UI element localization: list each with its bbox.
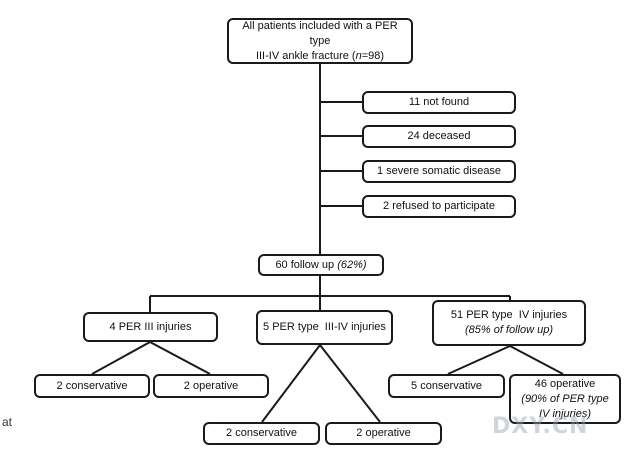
group-per-iii-operative-box: 2 operative — [153, 374, 269, 398]
total-patients-line1: All patients included with a PER type — [242, 19, 398, 47]
group-per-iv-operative-label: 46 operative — [534, 377, 596, 390]
exclusion-not-found-box: 11 not found — [362, 91, 516, 114]
watermark: DXY.CN — [492, 414, 589, 439]
follow-up-percent: (62%) — [337, 258, 367, 271]
group-per-iv-conservative-box: 5 conservative — [388, 374, 505, 398]
group-per-iii-operative-label: 2 operative — [183, 379, 239, 392]
group-per-iii-label: 4 PER III injuries — [109, 320, 192, 333]
follow-up-count: 60 follow up — [275, 258, 338, 271]
cropped-text-fragment: at — [2, 415, 13, 429]
group-per-iv-percent: (85% of follow up) — [464, 324, 554, 336]
follow-up-box: 60 follow up (62%) — [258, 254, 384, 276]
group-per-iii-iv-conservative-box: 2 conservative — [203, 422, 320, 445]
group-per-iii-iv-operative-label: 2 operative — [356, 427, 411, 439]
exclusion-not-found-label: 11 not found — [408, 96, 470, 108]
total-patients-prefix: III-IV ankle fracture ( — [255, 49, 356, 62]
follow-up-label: 60 follow up (62%) — [275, 258, 366, 273]
group-per-iii-iv-label: 5 PER type III-IV injuries — [263, 321, 386, 333]
group-per-iv-operative-box: 46 operative (90% of PER type IV injurie… — [509, 374, 621, 424]
group-per-iv-operative-percent-1: (90% of PER type — [521, 392, 609, 405]
total-patients-suffix: =98) — [361, 49, 385, 62]
group-per-iii-box: 4 PER III injuries — [83, 312, 218, 342]
exclusion-refused-label: 2 refused to participate — [383, 200, 495, 212]
exclusion-refused-box: 2 refused to participate — [362, 195, 516, 218]
total-patients-line2: III-IV ankle fracture (n=98) — [256, 49, 384, 64]
group-per-iv-operative-percent-2: IV injuries) — [539, 407, 591, 420]
group-per-iii-iv-conservative-label: 2 conservative — [226, 427, 297, 439]
total-patients-n: n — [355, 49, 362, 62]
exclusion-deceased-label: 24 deceased — [407, 130, 471, 142]
group-per-iv-box: 51 PER type IV injuries (85% of follow u… — [432, 300, 586, 346]
group-per-iii-conservative-label: 2 conservative — [56, 379, 128, 392]
group-per-iii-iv-box: 5 PER type III-IV injuries — [256, 310, 393, 345]
exclusion-somatic-disease-label: 1 severe somatic disease — [376, 165, 502, 177]
exclusion-deceased-box: 24 deceased — [362, 125, 516, 148]
group-per-iii-iv-operative-box: 2 operative — [325, 422, 442, 445]
group-per-iv-conservative-label: 5 conservative — [411, 379, 482, 392]
total-patients-box: All patients included with a PER type II… — [227, 18, 413, 64]
exclusion-somatic-disease-box: 1 severe somatic disease — [362, 160, 516, 183]
group-per-iv-label: 51 PER type IV injuries — [450, 309, 568, 321]
group-per-iii-conservative-box: 2 conservative — [34, 374, 150, 398]
